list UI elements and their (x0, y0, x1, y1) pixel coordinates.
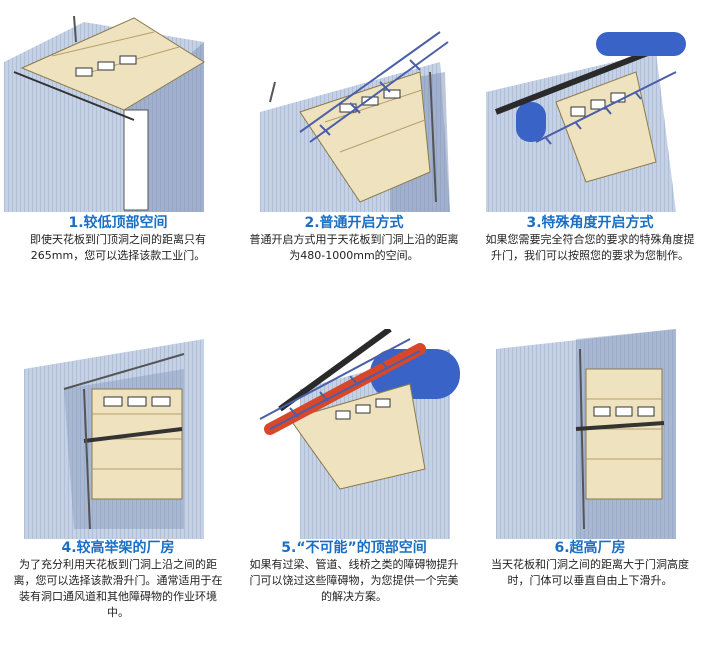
panel-description: 普通开启方式用于天花板到门洞上沿的距离为480-1000mm的空间。 (249, 233, 459, 262)
panel-description: 如果您需要完全符合您的要求的特殊角度提升门，我们可以按照您的要求为您制作。 (485, 233, 695, 262)
panel-title: 2.普通开启方式 (304, 215, 404, 231)
panel-description: 当天花板和门洞之间的距离大于门洞高度时，门体可以垂直自由上下滑升。 (491, 558, 689, 587)
panel-description: 即使天花板到门顶洞之间的距离只有265mm，您可以选择该款工业门。 (30, 233, 206, 262)
panel-low-headroom: 1.较低顶部空间 即使天花板到门顶洞之间的距离只有265mm，您可以选择该款工业… (0, 0, 236, 327)
panel-title: 4.较高举架的厂房 (61, 540, 175, 556)
special-angle-illustration (486, 32, 686, 212)
panel-title: 6.超高厂房 (554, 540, 626, 556)
panel-extra-high-plant: 6.超高厂房 当天花板和门洞之间的距离大于门洞高度时，门体可以垂直自由上下滑升。 (472, 327, 708, 654)
panel-description: 如果有过梁、管道、线桥之类的障碍物提升门可以饶过这些障碍物，为您提供一个完美的解… (249, 558, 459, 603)
extra-high-plant-illustration (496, 329, 676, 539)
panel-title: 3.特殊角度开启方式 (526, 215, 654, 231)
high-ceiling-plant-illustration (24, 339, 204, 539)
panel-high-ceiling-plant: 4.较高举架的厂房 为了充分利用天花板到门洞上沿之间的距离，您可以选择该款滑升门… (0, 327, 236, 654)
low-headroom-illustration (4, 15, 205, 212)
panel-impossible-headroom: 5.“不可能”的顶部空间 如果有过梁、管道、线桥之类的障碍物提升门可以饶过这些障… (236, 327, 472, 654)
impossible-headroom-illustration (259, 329, 460, 539)
standard-opening-illustration (260, 31, 450, 212)
panel-description: 为了充分利用天花板到门洞上沿之间的距离，您可以选择该款滑升门。通常适用于在装有洞… (13, 558, 223, 619)
panel-standard-opening: 2.普通开启方式 普通开启方式用于天花板到门洞上沿的距离为480-1000mm的… (236, 0, 472, 327)
panel-title: 1.较低顶部空间 (68, 215, 168, 231)
panel-special-angle: 3.特殊角度开启方式 如果您需要完全符合您的要求的特殊角度提升门，我们可以按照您… (472, 0, 708, 327)
panel-title: 5.“不可能”的顶部空间 (281, 540, 427, 556)
